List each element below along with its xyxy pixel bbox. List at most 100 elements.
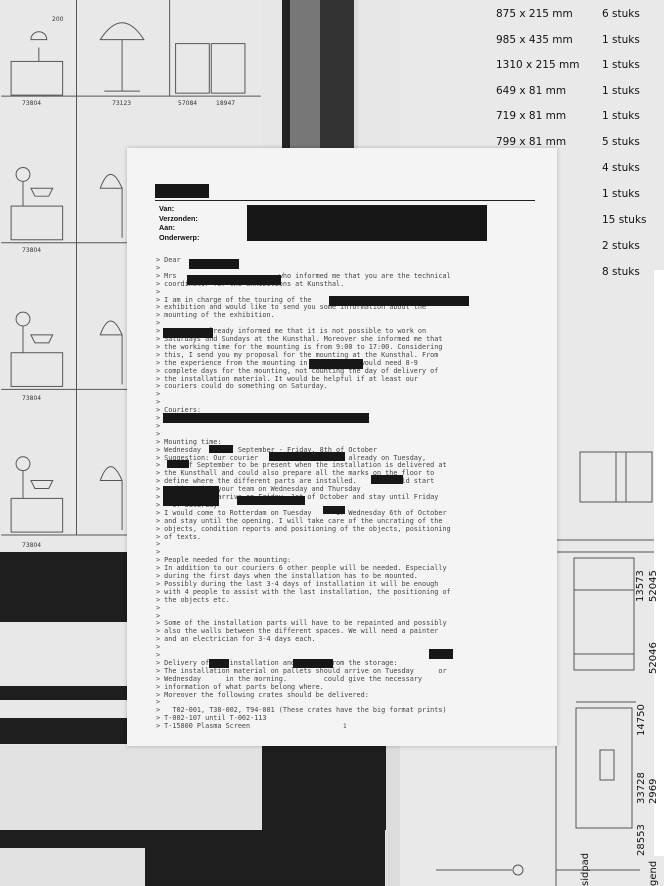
redaction-bar (155, 184, 209, 198)
email-line: > T-15800 Plasma Screen (156, 722, 251, 731)
email-line: > the experience from the mounting in we… (156, 358, 418, 367)
email-printout: Van: Verzonden: Aan: Onderwerp: > Dear>>… (127, 148, 557, 746)
email-line: > I am in charge of the touring of the (156, 295, 312, 304)
email-line: > of texts. (156, 532, 202, 541)
email-line: > (156, 643, 161, 652)
email-line: > already informed me that it is not pos… (156, 327, 427, 336)
drawing-label: 73804 (22, 395, 42, 402)
redaction-bar (323, 506, 345, 514)
dimension-label: 14750 (636, 704, 647, 736)
redaction-bar (247, 205, 487, 241)
redaction-bar (163, 328, 213, 338)
quantity: 6 stuks (602, 8, 640, 20)
quantity: 2 stuks (602, 240, 640, 252)
to-label: Aan: (159, 223, 175, 232)
email-line: > Moreover the following crates should b… (156, 690, 369, 699)
email-line: > exhibition and would like to send you … (156, 303, 427, 312)
email-line: > (156, 548, 161, 557)
redaction-bar (309, 359, 363, 369)
dimension-label: gend (648, 860, 659, 886)
floor-plan-dimensions: 13573 52045 52046 14750 33728 2969 28553… (556, 540, 664, 886)
redaction-bar (237, 496, 305, 505)
dimension-label: sidpad (580, 852, 591, 886)
dimension-label: 2969 (648, 778, 659, 804)
list-item: 4 stuks (470, 162, 664, 182)
dimension: 1310 x 215 mm (496, 59, 580, 71)
email-line: > (156, 698, 161, 707)
email-line: > T-002-107 until T-002-113 (156, 714, 267, 723)
email-line: > Delivery of the installation and crate… (156, 658, 398, 667)
email-line: > (156, 611, 161, 620)
dimension-label: 13573 (635, 570, 646, 602)
background-panel (386, 746, 400, 886)
drawing-label: 18947 (216, 100, 236, 107)
background-panel (358, 0, 400, 148)
quantity: 15 stuks (602, 214, 647, 226)
email-line: > Dear (156, 256, 181, 264)
email-line: > complete days for the mounting, not co… (156, 366, 439, 375)
email-line: > this, I send you my proposal for the m… (156, 350, 439, 359)
redaction-bar (187, 275, 281, 285)
quantity: 4 stuks (602, 162, 640, 174)
dimension: 799 x 81 mm (496, 136, 567, 148)
email-line: > of September to be present when the in… (156, 461, 447, 470)
email-line: > the objects etc. (156, 595, 230, 604)
list-item: 799 x 81 mm 5 stuks (470, 136, 664, 156)
quantity: 1 stuks (602, 85, 640, 97)
email-line: > mounting of the exhibition. (156, 311, 275, 320)
dimension: 875 x 215 mm (496, 8, 573, 20)
email-line: > the installation material. It would be… (156, 374, 418, 383)
email-line: > In addition to our couriers 6 other pe… (156, 564, 447, 573)
drawing-label: 57084 (178, 100, 198, 107)
email-line: > T02-001, T38-002, T94-001 (These crate… (156, 706, 447, 715)
email-line: > I would come to Rotterdam on Tuesday o… (156, 508, 447, 517)
redaction-bar (293, 659, 333, 668)
email-line: > (156, 421, 161, 430)
email-line: > objects, condition reports and positio… (156, 524, 451, 533)
list-item: 8 stuks (470, 266, 664, 286)
email-line: > and stay until the opening. I will tak… (156, 516, 443, 525)
redaction-bar (371, 475, 403, 484)
email-line: > couriers could do something on Saturda… (156, 382, 328, 391)
grey-stripe-band (262, 0, 358, 148)
redaction-bar (163, 413, 369, 423)
quantity: 1 stuks (602, 59, 640, 71)
redaction-bar (209, 659, 229, 668)
page-number: 1 (343, 723, 347, 730)
list-item: 2 stuks (470, 240, 664, 260)
dimension: 649 x 81 mm (496, 85, 567, 97)
dimension-label: 33728 (636, 772, 647, 804)
email-line: > the working time for the mounting is f… (156, 342, 443, 351)
quantity: 8 stuks (602, 266, 640, 278)
dimension-label: 28553 (636, 824, 647, 856)
quantity: 5 stuks (602, 136, 640, 148)
drawing-label: 200 (52, 16, 64, 23)
redaction-bar (269, 452, 345, 461)
dimension-label: 52045 (648, 570, 659, 602)
redaction-bar (329, 296, 469, 306)
redaction-bar (429, 649, 453, 659)
redaction-bar (189, 259, 239, 269)
dark-bar (0, 830, 145, 848)
email-line: > (156, 398, 161, 407)
email-line: > People needed for the mounting: (156, 556, 292, 565)
email-line: > Mrs who informed me that you are the t… (156, 271, 451, 280)
dark-bar (145, 830, 385, 886)
floor-plan-drawing (436, 290, 664, 886)
list-item: 649 x 81 mm 1 stuks (470, 85, 664, 105)
list-item: 1 stuks (470, 188, 664, 208)
sent-label: Verzonden: (159, 214, 198, 223)
email-line: > (156, 287, 161, 296)
email-line: > the Kunsthall and could also prepare a… (156, 469, 435, 478)
email-line: > Mounting time: (156, 437, 222, 446)
redaction-bar (209, 445, 233, 453)
redaction-bar (163, 486, 219, 506)
email-line: > also the walls between the different s… (156, 627, 439, 636)
dark-bar (0, 552, 127, 622)
email-line: > (156, 603, 161, 612)
drawing-label: 73804 (22, 542, 42, 549)
drawing-label: 73123 (112, 100, 132, 107)
header-rule (155, 200, 535, 201)
